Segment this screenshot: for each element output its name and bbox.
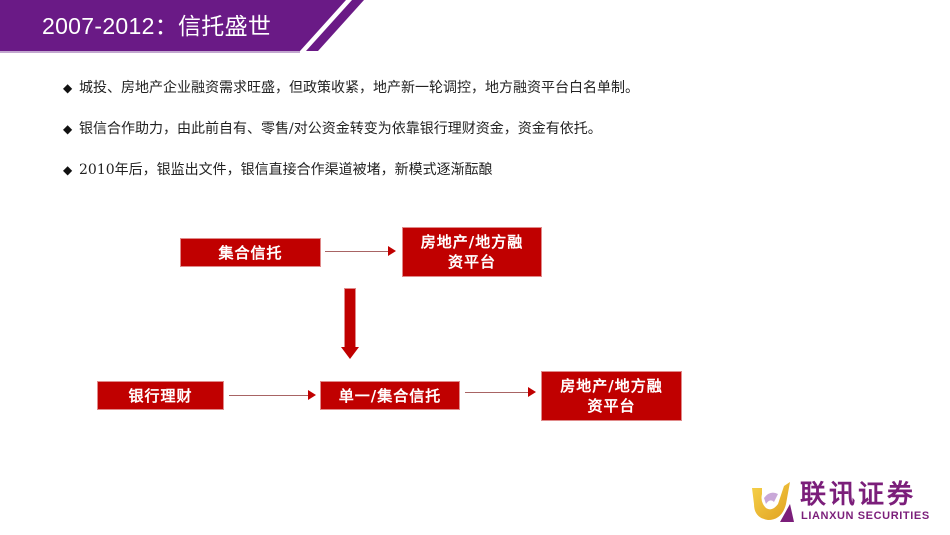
logo-mark-icon <box>752 482 794 522</box>
box-label-line2: 资平台 <box>587 397 636 415</box>
bullet-item: ◆ 银信合作助力，由此前自有、零售/对公资金转变为依靠银行理财资金，资金有依托。 <box>63 118 602 140</box>
arrow-right-icon <box>388 246 396 256</box>
box-collective-trust: 集合信托 <box>180 238 321 267</box>
arrow-right-icon <box>528 387 536 397</box>
box-label: 银行理财 <box>128 386 193 405</box>
box-real-estate-platform: 房地产/地方融 资平台 <box>402 227 542 277</box>
bullet-text: 城投、房地产企业融资需求旺盛，但政策收紧，地产新一轮调控，地方融资平台白名单制。 <box>79 80 639 96</box>
bullet-text: 2010年后，银监出文件，银信直接合作渠道被堵，新模式逐渐酝酿 <box>79 162 493 178</box>
title-banner <box>0 0 346 51</box>
diamond-bullet-icon: ◆ <box>63 122 73 136</box>
arrow-down-icon <box>341 347 359 359</box>
bullet-item: ◆ 城投、房地产企业融资需求旺盛，但政策收紧，地产新一轮调控，地方融资平台白名单制… <box>63 77 639 99</box>
arrow-right-icon <box>308 390 316 400</box>
box-real-estate-platform: 房地产/地方融 资平台 <box>541 371 682 421</box>
arrow-right-line <box>229 395 309 396</box>
box-bank-wealth-management: 银行理财 <box>97 381 224 410</box>
arrow-down-shaft <box>344 288 356 348</box>
diamond-bullet-icon: ◆ <box>63 81 73 95</box>
page-title: 2007-2012：信托盛世 <box>42 13 272 39</box>
box-single-collective-trust: 单一/集合信托 <box>320 381 460 410</box>
box-label-line1: 房地产/地方融 <box>560 377 663 395</box>
diamond-bullet-icon: ◆ <box>63 163 73 177</box>
title-underline <box>0 51 300 53</box>
box-label-line1: 房地产/地方融 <box>420 233 524 251</box>
arrow-right-line <box>465 392 529 393</box>
box-label: 单一/集合信托 <box>338 386 442 405</box>
arrow-right-line <box>325 251 389 252</box>
logo-name-en: LIANXUN SECURITIES <box>801 510 930 522</box>
box-label: 集合信托 <box>218 243 283 262</box>
bullet-item: ◆ 2010年后，银监出文件，银信直接合作渠道被堵，新模式逐渐酝酿 <box>63 159 493 181</box>
logo-name-cn: 联讯证券 <box>800 480 917 510</box>
box-label-line2: 资平台 <box>447 253 496 271</box>
company-logo: 联讯证券 LIANXUN SECURITIES <box>750 480 935 525</box>
bullet-text: 银信合作助力，由此前自有、零售/对公资金转变为依靠银行理财资金，资金有依托。 <box>79 121 602 137</box>
